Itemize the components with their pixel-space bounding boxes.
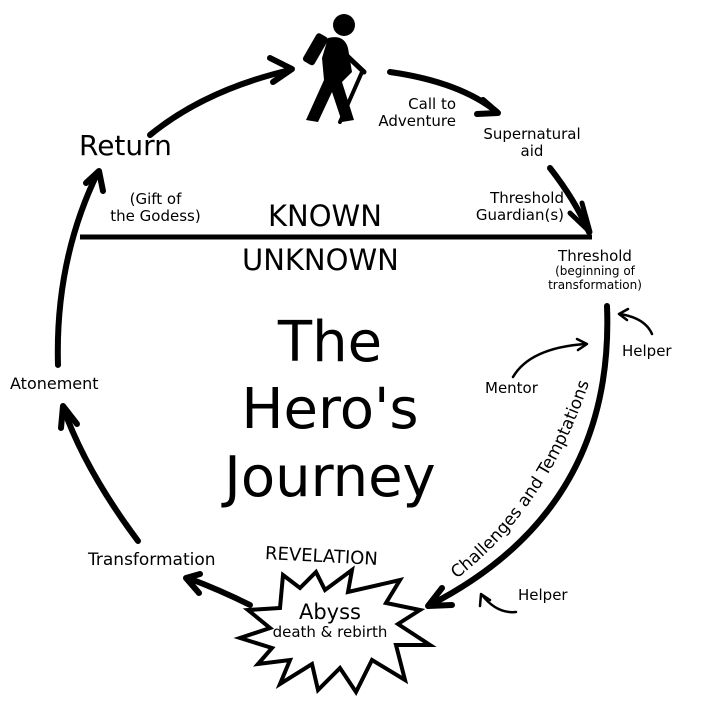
- arrow-hero-to-supernatural-aid: [387, 69, 501, 117]
- call-to-adventure-line-2: Adventure: [378, 112, 456, 131]
- label-helper-bottom: Helper: [518, 586, 568, 604]
- arrow-aid-to-threshold: [547, 165, 593, 235]
- label-abyss: Abyss death & rebirth: [255, 600, 405, 641]
- threshold-line-2: (beginning of: [555, 264, 635, 279]
- supernatural-aid-line-2: aid: [520, 142, 544, 161]
- title-line-2: Hero's: [241, 377, 419, 442]
- arrow-helper-bottom: [478, 592, 518, 614]
- label-threshold: Threshold (beginning of transformation): [535, 247, 655, 293]
- abyss-subtitle: death & rebirth: [272, 623, 388, 642]
- arrow-threshold-to-abyss: [425, 303, 611, 609]
- label-known: KNOWN: [268, 199, 382, 233]
- label-unknown: UNKNOWN: [242, 243, 399, 277]
- threshold-guardians-line-2: Guardian(s): [475, 206, 564, 225]
- hiker-icon: [302, 14, 367, 124]
- threshold-guardians-line-1: Threshold: [490, 189, 564, 207]
- label-challenges: Challenges and Temptations: [447, 377, 594, 582]
- title-line-3: Journey: [224, 445, 436, 510]
- label-mentor: Mentor: [485, 379, 538, 397]
- title-line-1: The: [277, 310, 383, 375]
- arrow-transformation-to-atonement: [58, 403, 141, 544]
- arrow-mentor: [511, 337, 589, 379]
- threshold-line-1: Threshold: [558, 247, 632, 265]
- gift-line-2: the Godess): [110, 207, 201, 226]
- label-call-to-adventure: Call to Adventure: [356, 95, 456, 131]
- abyss-starburst: [233, 565, 437, 696]
- gift-line-1: (Gift of: [129, 190, 182, 208]
- arrow-abyss-to-transformation: [183, 571, 253, 608]
- label-threshold-guardians: Threshold Guardian(s): [452, 189, 564, 225]
- label-gift-of-the-godess: (Gift of the Godess): [98, 190, 213, 226]
- call-to-adventure-line-1: Call to: [408, 95, 456, 113]
- label-return: Return: [79, 129, 172, 162]
- label-supernatural-aid: Supernatural aid: [472, 125, 592, 161]
- threshold-line-3: transformation): [548, 278, 642, 293]
- arrow-atonement-to-return: [54, 168, 106, 368]
- arrow-return-to-hero: [147, 55, 295, 138]
- label-transformation: Transformation: [88, 550, 216, 570]
- label-helper-top: Helper: [622, 342, 672, 360]
- label-atonement: Atonement: [10, 374, 99, 393]
- arrow-helper-top: [617, 307, 654, 336]
- supernatural-aid-line-1: Supernatural: [483, 125, 581, 143]
- abyss-title: Abyss: [298, 600, 361, 624]
